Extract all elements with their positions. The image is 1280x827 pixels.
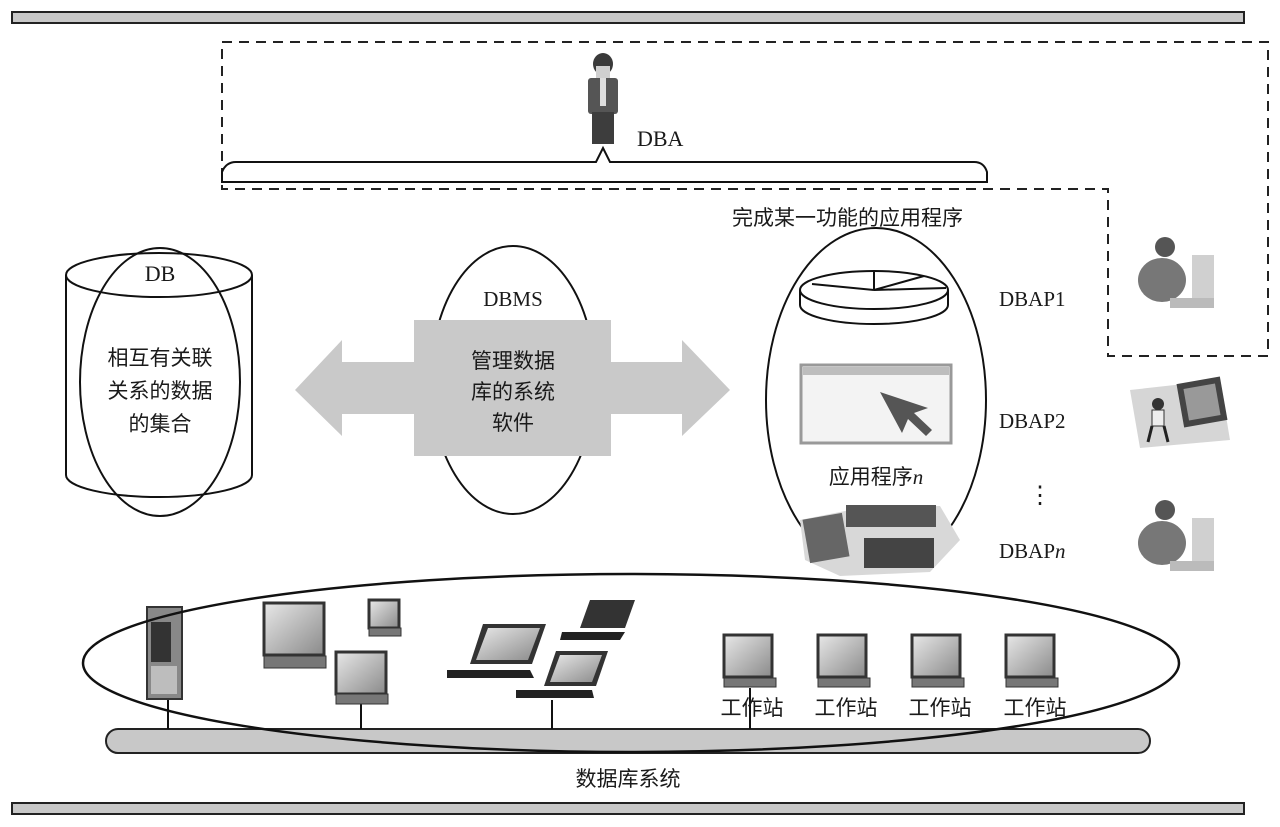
pie-chart-app-icon	[799, 270, 949, 325]
dbap-n-main: DBAP	[999, 539, 1055, 563]
dbms-description-line-3: 软件	[492, 411, 534, 435]
presenter-icon	[1130, 376, 1230, 448]
db-cylinder	[65, 247, 253, 517]
network-ellipse	[81, 572, 1181, 754]
desktop-computer-icon-3	[334, 650, 389, 705]
db-description-line-2: 关系的数据	[108, 379, 213, 403]
db-description-line-1: 相互有关联	[108, 346, 213, 370]
db-label: DB	[145, 261, 176, 286]
top-frame-bar	[11, 11, 1245, 24]
workstation-label-4: 工作站	[1004, 696, 1067, 720]
app-n-label-suffix: n	[913, 465, 924, 489]
dba-brace	[221, 145, 988, 183]
applications-heading: 完成某一功能的应用程序	[732, 206, 963, 230]
user-at-computer-icon-1	[1138, 237, 1214, 308]
desktop-computer-icon-2	[367, 598, 402, 637]
laptop-icon-3	[516, 651, 608, 698]
laptop-icon-1	[447, 624, 546, 678]
dbms-double-arrow	[295, 320, 730, 456]
dbap-n-label: DBAPn	[999, 539, 1066, 563]
user-at-computer-icon-n	[1138, 500, 1214, 571]
dba-label: DBA	[637, 126, 684, 151]
dbap-1-label: DBAP1	[999, 287, 1066, 311]
db-description-line-3: 的集合	[129, 412, 192, 436]
workstation-icon-1	[722, 633, 777, 688]
app-n-label: 应用程序n	[829, 465, 924, 489]
laptop-icon-2	[560, 600, 635, 640]
bottom-frame-bar	[11, 802, 1245, 815]
app-window-cursor-icon	[799, 363, 953, 445]
server-tower-icon	[146, 606, 183, 700]
dbms-description-line-1: 管理数据	[471, 349, 555, 373]
device-collage-icon	[800, 505, 960, 576]
desktop-computer-icon-1	[262, 601, 327, 669]
dbap-1-main: DBAP	[999, 287, 1055, 311]
workstation-label-3: 工作站	[909, 696, 972, 720]
dba-person-icon	[588, 53, 618, 144]
app-n-label-main: 应用程序	[829, 465, 913, 489]
workstation-icon-2	[816, 633, 871, 688]
dbap-2-main: DBAP	[999, 409, 1055, 433]
dbap-2-suffix: 2	[1055, 409, 1066, 433]
dbms-description-line-2: 库的系统	[471, 380, 555, 404]
workstation-label-1: 工作站	[721, 696, 784, 720]
workstation-label-2: 工作站	[815, 696, 878, 720]
dbap-ellipsis: ⋮	[1028, 483, 1052, 509]
network-drop-lines	[167, 688, 751, 729]
workstation-icon-3	[910, 633, 965, 688]
dbap-2-label: DBAP2	[999, 409, 1066, 433]
dba-scope-dashed-boundary	[221, 41, 1269, 357]
network-bus	[105, 728, 1151, 754]
diagram-caption: 数据库系统	[576, 767, 681, 791]
dbap-1-suffix: 1	[1055, 287, 1066, 311]
dbap-n-suffix: n	[1055, 539, 1066, 563]
dbms-label: DBMS	[483, 287, 543, 311]
workstation-icon-4	[1004, 633, 1059, 688]
